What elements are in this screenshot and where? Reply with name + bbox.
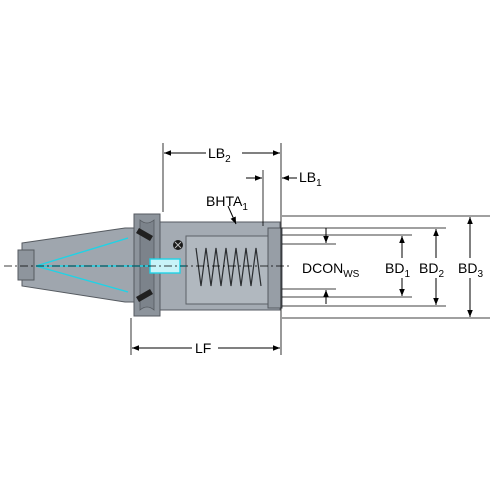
tool-holder-body xyxy=(4,213,292,317)
bd3-label: BD3 xyxy=(458,260,483,280)
chuck-front xyxy=(267,227,283,309)
spring xyxy=(195,247,262,287)
lf-label: LF xyxy=(195,340,211,356)
bd2-label: BD2 xyxy=(419,260,444,280)
flange-groove xyxy=(139,219,155,311)
lb2-label: LB2 xyxy=(208,145,231,165)
dcon-ws-label: DCONWS xyxy=(302,260,360,280)
lb1-label: LB1 xyxy=(299,169,322,189)
drive-key-top xyxy=(136,228,153,241)
dimension-labels: LB2 LB1 BHTA1 DCONWS BD1 BD2 BD3 LF xyxy=(192,142,490,358)
chuck-body xyxy=(185,235,271,305)
drive-key-bottom xyxy=(136,289,153,302)
extension-lines xyxy=(130,143,490,355)
pull-stud xyxy=(17,249,35,281)
bhta1-label: BHTA1 xyxy=(206,193,248,213)
bd1-label: BD1 xyxy=(385,260,410,280)
bhta1-leader xyxy=(227,205,237,225)
